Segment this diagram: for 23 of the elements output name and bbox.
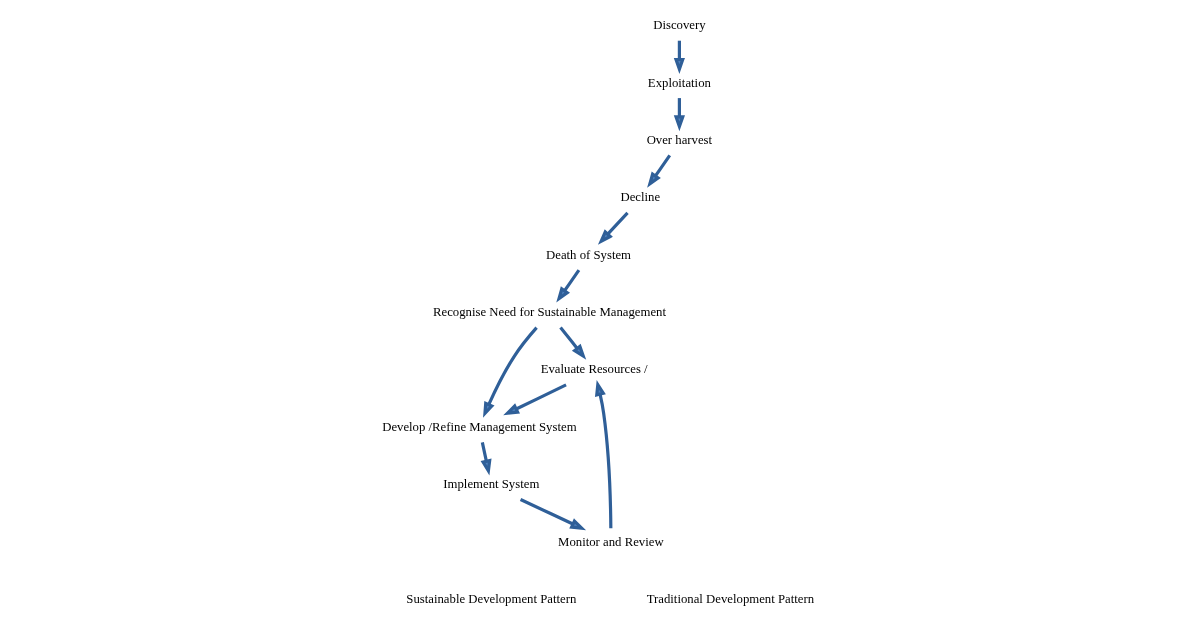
arrow bbox=[483, 326, 538, 418]
node-text: Monitor and Review bbox=[558, 534, 664, 549]
node-text: Implement System bbox=[443, 477, 540, 492]
node-text: Recognise Need for Sustainable Management bbox=[433, 305, 666, 320]
arrow bbox=[597, 211, 629, 245]
node-text: Discovery bbox=[653, 18, 706, 33]
arrow bbox=[594, 380, 613, 529]
node-text: Develop /Refine Management System bbox=[382, 419, 577, 434]
arrow bbox=[673, 98, 685, 132]
arrow bbox=[556, 269, 581, 303]
arrow bbox=[647, 154, 672, 188]
label: Sustainable Development Pattern bbox=[406, 591, 577, 606]
node-text: Exploitation bbox=[647, 75, 711, 90]
label: Traditional Development Pattern bbox=[646, 591, 815, 606]
arrow bbox=[503, 383, 567, 416]
node-text: Death of System bbox=[546, 247, 632, 262]
node-text: Decline bbox=[620, 190, 661, 205]
arrow bbox=[673, 40, 685, 74]
node-text: Evaluate Resources / bbox=[540, 362, 648, 377]
arrow bbox=[559, 326, 587, 360]
node-text: Over harvest bbox=[646, 132, 713, 147]
arrow bbox=[519, 498, 587, 531]
arrow bbox=[480, 442, 492, 476]
